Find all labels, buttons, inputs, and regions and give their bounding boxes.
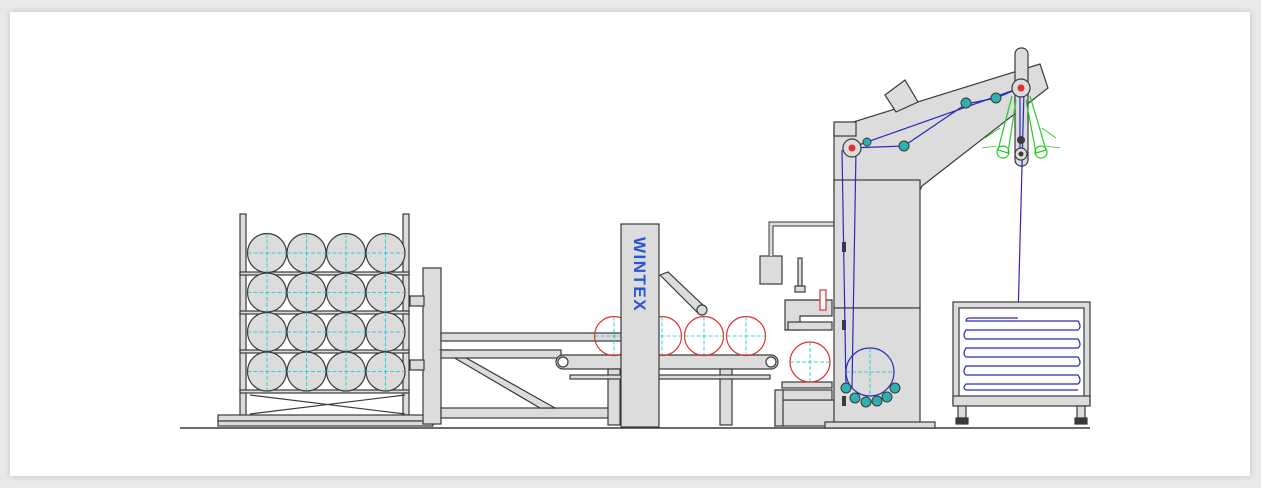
guide-roller (840, 382, 852, 394)
cut-rolls (593, 315, 767, 357)
folded-fabric (963, 317, 1081, 391)
guide-roller (881, 391, 893, 403)
cutter-station (759, 221, 836, 427)
fabric-cart (952, 301, 1091, 425)
wintex-pillar (620, 223, 708, 428)
guide-roller (898, 140, 910, 152)
drive-rollers (842, 78, 1031, 161)
folder-arms (981, 95, 1061, 159)
feed-frame (409, 267, 627, 425)
guide-roller (960, 97, 972, 109)
guide-roller (860, 396, 872, 408)
brand-label: WINTEX (630, 237, 649, 312)
guide-roller (990, 92, 1002, 104)
guide-roller (871, 395, 883, 407)
guide-roller (889, 382, 901, 394)
guide-roller (849, 392, 861, 404)
rack-rolls (246, 232, 406, 392)
guide-roller (862, 137, 872, 147)
conveyor (555, 354, 779, 426)
guide-rollers (840, 92, 1002, 408)
roll-rack (217, 213, 434, 427)
